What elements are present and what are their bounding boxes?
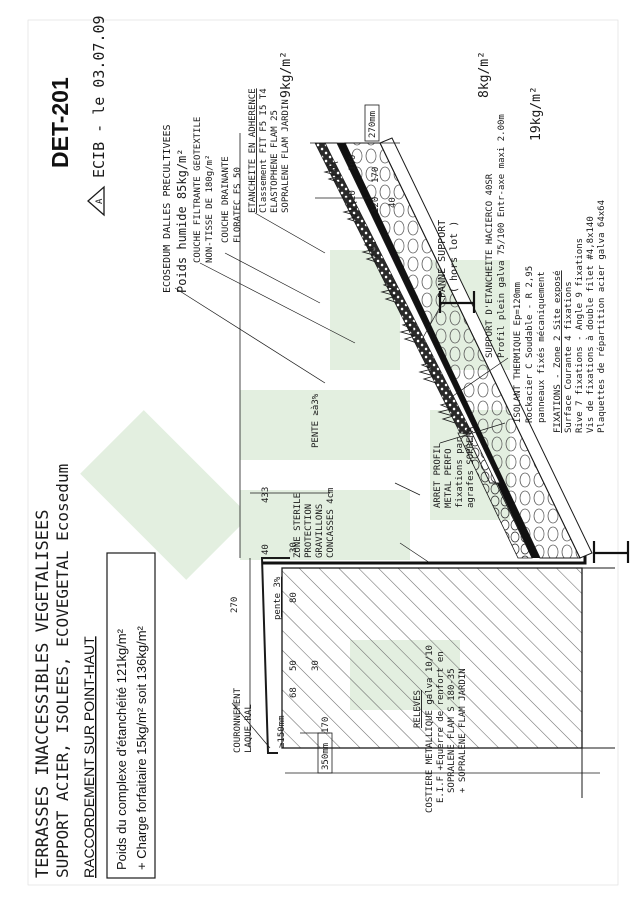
dim-170: 170 bbox=[371, 167, 381, 183]
label-releves-3: E.I.F +Equerre de renfort en bbox=[436, 651, 446, 803]
label-zone-3: GRAVILLONS bbox=[315, 504, 325, 558]
purlin-left bbox=[592, 541, 630, 563]
label-filtrante-2: NON-TISSE DE 180g/m² bbox=[205, 155, 215, 263]
dim-30: 30 bbox=[289, 542, 299, 553]
label-fixations-5: Plaquettes de répartition acier galva 64… bbox=[596, 200, 607, 433]
concrete-parapet bbox=[281, 567, 583, 749]
label-etancheite-1: ETANCHEITE EN ADHERENCE bbox=[248, 88, 258, 213]
label-releves-1: RELEVES bbox=[413, 690, 423, 728]
label-fixations-2: Surface Courante 4 fixations bbox=[564, 281, 574, 433]
label-etancheite-weight: 9kg/m² bbox=[279, 51, 294, 98]
label-ecosedum-2: Poids humide 85kg/m² bbox=[175, 149, 189, 294]
label-support-1: SUPPORT D'ETANCHEITE HACIERCO 40SR bbox=[485, 173, 495, 358]
label-panne-2: ( hors lot ) bbox=[449, 221, 460, 293]
label-zone-1: ZONE STERILE bbox=[293, 493, 303, 558]
label-isolant-1: ISOLANT THERMIQUE Ep=120mm bbox=[513, 282, 523, 423]
leader-lines bbox=[174, 212, 509, 749]
label-zone-2: PROTECTION bbox=[304, 504, 314, 558]
dim-350: 350mm bbox=[321, 743, 331, 770]
sheet-border bbox=[27, 19, 619, 886]
dim-100: 100 bbox=[348, 155, 358, 171]
label-couronnement-2: LAQUE RAL bbox=[244, 704, 254, 753]
dim-270-boxed: 270mm bbox=[368, 111, 378, 138]
coping-cap bbox=[260, 557, 290, 754]
title-line-1: TERRASSES INACCESSIBLES VEGETALISEES bbox=[33, 510, 53, 878]
revision-triangle-icon: A bbox=[87, 185, 105, 217]
dim-270-box bbox=[364, 104, 380, 142]
dim-30b: 30 bbox=[311, 660, 321, 671]
label-releves-5: + SOPRALENE FLAM JARDIN bbox=[458, 668, 468, 793]
dim-10: 10 bbox=[348, 190, 358, 201]
vegetation bbox=[323, 161, 456, 424]
dim-50: 50 bbox=[289, 660, 299, 671]
dim-120: 120 bbox=[371, 197, 381, 213]
subtitle: RACCORDEMENT SUR POINT-HAUT bbox=[81, 636, 97, 878]
label-panne-1: PANNE SUPPORT bbox=[437, 220, 448, 298]
label-arret-2: METAL PERFO bbox=[444, 448, 454, 508]
dim-150: ≥150mm bbox=[277, 715, 287, 748]
label-releves-4: SOPRALENE FLAM S 180-35 bbox=[447, 668, 457, 793]
dim-350-box bbox=[317, 732, 333, 774]
label-drainante-2: FLORATEC FS 50 bbox=[233, 167, 243, 243]
label-etancheite-3: ELASTOPHENE FLAM 25 bbox=[270, 110, 280, 213]
drawing-code: DET-201 bbox=[47, 77, 73, 168]
label-arret-3: fixations par bbox=[455, 437, 465, 508]
dim-170b: 170 bbox=[321, 717, 331, 733]
dim-40: 40 bbox=[388, 197, 398, 208]
label-drainante-1: COUCHE DRAINANTE bbox=[221, 156, 231, 243]
dimension-lines bbox=[239, 133, 600, 774]
pente-parapet: pente 3% bbox=[273, 576, 283, 620]
weight-line-1: Poids du complexe d'étanchéité 121kg/m² bbox=[114, 628, 129, 870]
dim-270: 270 bbox=[230, 597, 240, 613]
label-releves-2: COSTIERE METALLIQUE galva 10/10 bbox=[425, 645, 435, 813]
dim-40b: 40 bbox=[261, 544, 271, 555]
label-couronnement-1: COURONNEMENT bbox=[233, 687, 243, 753]
label-isolant-2: Rockacier C Soudable - R 2,95 bbox=[525, 266, 535, 423]
label-arret-4: agrafes SOPREMA bbox=[466, 426, 476, 508]
label-ecosedum-1: ECOSEDUM DALLES PRECULTIVEES bbox=[162, 124, 173, 293]
issuer-date: ECIB - le 03.07.09 bbox=[90, 15, 108, 178]
dim-433: 433 bbox=[261, 487, 271, 503]
label-isolant-weight: 19kg/m² bbox=[529, 86, 544, 141]
purlin-right bbox=[438, 291, 476, 313]
label-fixations-4: Vis de fixations à double filet #4,8x140 bbox=[586, 216, 596, 433]
svg-text:A: A bbox=[95, 198, 105, 204]
label-arret-1: ARRET PROFIL bbox=[433, 443, 443, 508]
weight-line-2: + Charge forfaitaire 15kg/m² soit 136kg/… bbox=[134, 625, 149, 870]
label-fixations-1: FIXATIONS - Zone 2 Site exposé bbox=[552, 270, 563, 433]
title-line-2: SUPPORT ACIER, ISOLEES, ECOVEGETAL Ecose… bbox=[53, 464, 72, 878]
dim-80: 80 bbox=[289, 592, 299, 603]
label-zone-4: CONCASSES 4cm bbox=[326, 488, 336, 558]
label-fixations-3: Rive 7 fixations - Angle 9 fixations bbox=[575, 238, 585, 433]
label-support-weight: 8kg/m² bbox=[477, 51, 492, 98]
dim-68: 68 bbox=[289, 687, 299, 698]
label-etancheite-4: SOPRALENE FLAM JARDIN bbox=[281, 99, 291, 213]
label-etancheite-2: Classement FIT F5 I5 T4 bbox=[259, 88, 269, 213]
label-support-2: Profil plein galva 75/100 Entr-axe maxi … bbox=[497, 114, 507, 358]
label-pente: PENTE ≥à3% bbox=[311, 393, 321, 448]
roof-buildup bbox=[314, 137, 593, 559]
label-filtrante-1: COUCHE FILTRANTE GEOTEXTILE bbox=[193, 117, 203, 263]
label-isolant-3: panneaux fixés mécaniquement bbox=[536, 271, 547, 423]
weight-box bbox=[106, 552, 156, 879]
